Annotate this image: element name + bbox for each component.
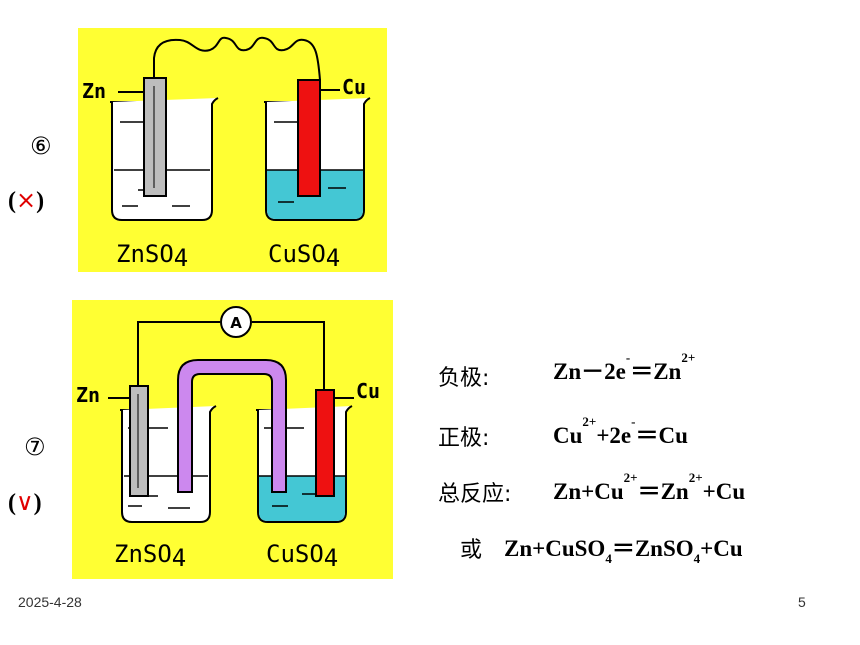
galvanic-cell-diagram-6: Zn Cu ZnSO4 CuSO4 — [78, 28, 387, 272]
positive-electrode-equation: Cu2++2e-＝Cu — [553, 414, 688, 448]
cell-diagram-7-svg: A Zn Cu Zn — [76, 306, 380, 572]
copper-electrode-icon — [297, 79, 321, 197]
item7-paren-close: ) — [33, 490, 42, 516]
slide-date: 2025-4-28 — [18, 594, 82, 610]
check-icon: ∨ — [16, 488, 34, 516]
item7-verdict: (∨) — [8, 488, 42, 517]
item6-paren-open: ( — [8, 188, 16, 214]
item7-paren-open: ( — [8, 490, 16, 516]
zn-label: Zn — [76, 383, 100, 407]
znso4-label: ZnSO4 — [114, 540, 186, 572]
alternative-equation: Zn+CuSO4＝ZnSO4+Cu — [504, 536, 743, 566]
znso4-label: ZnSO4 — [116, 240, 188, 272]
item6-paren-close: ) — [36, 188, 45, 214]
zinc-electrode-icon — [143, 77, 167, 197]
zinc-electrode-icon — [129, 385, 149, 497]
wire-icon — [137, 321, 325, 390]
item7-number: ⑦ — [24, 433, 46, 461]
ammeter-icon: A — [220, 306, 252, 338]
negative-electrode-equation: Zn－2e-＝Zn2+ — [553, 350, 696, 384]
svg-text:A: A — [230, 314, 242, 332]
cell-diagram-6-svg: Zn Cu ZnSO4 CuSO4 — [82, 36, 371, 272]
copper-electrode-icon — [315, 389, 335, 497]
alternative-equation-label: 或 — [460, 538, 483, 563]
cu-label: Cu — [342, 75, 366, 99]
beaker-right-icon — [256, 405, 353, 523]
cross-icon: × — [16, 186, 37, 214]
wire-icon — [153, 36, 321, 81]
positive-electrode-label: 正极: — [438, 426, 490, 451]
zn-label: Zn — [82, 79, 106, 103]
slide-page-number: 5 — [798, 594, 806, 610]
negative-electrode-label: 负极: — [438, 366, 490, 391]
overall-reaction-equation: Zn+Cu2+＝Zn2++Cu — [553, 470, 746, 504]
cu-label: Cu — [356, 379, 380, 403]
cuso4-label: CuSO4 — [268, 240, 340, 272]
salt-bridge-icon — [177, 359, 287, 493]
item6-number: ⑥ — [30, 132, 52, 160]
cuso4-label: CuSO4 — [266, 540, 338, 572]
overall-reaction-label: 总反应: — [438, 482, 512, 507]
galvanic-cell-diagram-7: A Zn Cu Zn — [72, 300, 393, 579]
item6-verdict: (×) — [8, 186, 44, 215]
